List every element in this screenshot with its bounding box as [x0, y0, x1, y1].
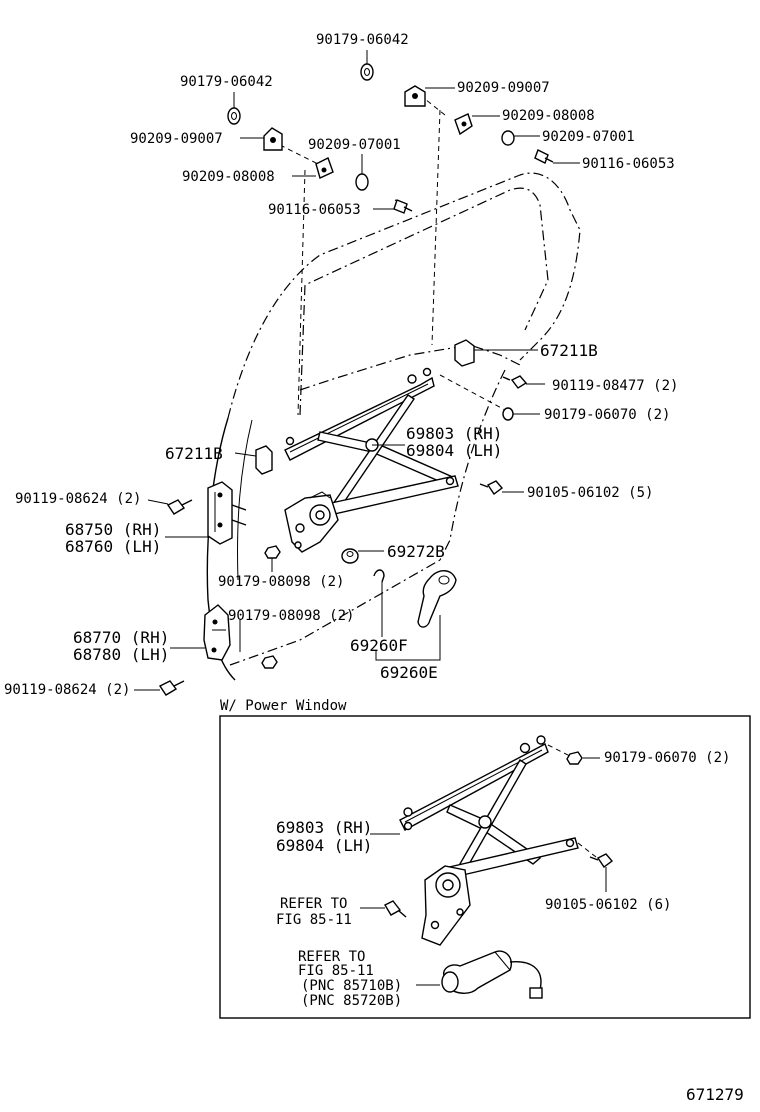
bushing-69272B	[341, 548, 359, 564]
bracket-90209-09007-left	[263, 127, 283, 151]
nut-90179-08098-b	[261, 655, 278, 669]
label-69260F: 69260F	[350, 636, 408, 655]
nut-90179-08098-a	[264, 545, 281, 559]
pw-label-90105-06102-6: 90105-06102 (6)	[545, 897, 671, 913]
label-68770-rh: 68770 (RH)	[73, 628, 169, 647]
clip-90179-06042-top	[360, 63, 374, 81]
bolt-90119-08477	[502, 375, 528, 389]
label-90179-06042-top: 90179-06042	[316, 32, 409, 48]
power-window-frame	[219, 715, 751, 1019]
label-68750-rh: 68750 (RH)	[65, 520, 161, 539]
label-69803-rh: 69803 (RH)	[406, 424, 502, 443]
label-90209-09007-right: 90209-09007	[457, 80, 550, 96]
pw-label-90179-06070: 90179-06070 (2)	[604, 750, 730, 766]
stopper-67211B-right	[454, 339, 475, 367]
screw-90116-06053-mid	[393, 199, 413, 214]
label-90119-08477: 90119-08477 (2)	[552, 378, 678, 394]
bracket-90209-08008-left	[315, 157, 334, 179]
hinge-68750-68760	[207, 481, 247, 545]
label-90179-08098-a: 90179-08098 (2)	[218, 574, 344, 590]
power-window-leaders	[360, 744, 607, 986]
label-69272B: 69272B	[387, 542, 445, 561]
manual-window-regulator	[284, 367, 459, 553]
label-90105-06102-5: 90105-06102 (5)	[527, 485, 653, 501]
power-window-regulator	[399, 735, 579, 946]
clip-90209-07001-mid	[355, 173, 369, 191]
bracket-90209-08008-right	[454, 113, 473, 136]
label-90209-07001-right: 90209-07001	[542, 129, 635, 145]
handle-69260E	[417, 570, 457, 628]
pw-label-pnc-85710B: (PNC 85710B)	[301, 978, 402, 994]
label-69804-lh: 69804 (LH)	[406, 441, 502, 460]
label-90209-08008-left: 90209-08008	[182, 169, 275, 185]
pw-clip-90179-06070	[566, 751, 583, 765]
leader-lines	[134, 50, 580, 691]
label-90116-06053-right: 90116-06053	[582, 156, 675, 172]
label-90119-08624-upper: 90119-08624 (2)	[15, 491, 141, 507]
power-window-section-title: W/ Power Window	[220, 698, 347, 714]
pw-label-fig-a: FIG 85-11	[276, 912, 352, 928]
pw-label-refer-to-a: REFER TO	[280, 896, 347, 912]
bolt-90119-08624-lower	[158, 680, 185, 696]
pw-bolt-refer-85-11	[384, 900, 407, 918]
label-68780-lh: 68780 (LH)	[73, 645, 169, 664]
pw-label-69803-rh: 69803 (RH)	[276, 818, 372, 837]
pw-label-69804-lh: 69804 (LH)	[276, 836, 372, 855]
label-90179-06042-left: 90179-06042	[180, 74, 273, 90]
bolt-90119-08624-upper	[166, 499, 193, 515]
figure-number: 671279	[686, 1085, 744, 1104]
label-90209-08008-right: 90209-08008	[502, 108, 595, 124]
label-90209-09007-left: 90209-09007	[130, 131, 223, 147]
label-90119-08624-lower: 90119-08624 (2)	[4, 682, 130, 698]
label-68760-lh: 68760 (LH)	[65, 537, 161, 556]
power-window-motor	[441, 950, 543, 999]
label-90179-06070: 90179-06070 (2)	[544, 407, 670, 423]
screw-90116-06053-right	[534, 149, 554, 164]
label-90116-06053-mid: 90116-06053	[268, 202, 361, 218]
label-90209-07001-mid: 90209-07001	[308, 137, 401, 153]
clip-69260F	[373, 569, 385, 583]
clip-90179-06070	[502, 407, 514, 421]
label-69260E: 69260E	[380, 663, 438, 682]
label-67211B-right: 67211B	[540, 341, 598, 360]
bolt-90105-06102-5	[479, 480, 504, 496]
pw-bolt-90105-06102	[589, 853, 614, 869]
bracket-90209-09007-right	[404, 85, 426, 107]
clip-90209-07001-right	[501, 130, 515, 146]
hinge-68770-68780	[203, 604, 231, 661]
stopper-67211B-left	[255, 445, 273, 475]
label-90179-08098-b: 90179-08098 (2)	[228, 608, 354, 624]
clip-90179-06042-left	[227, 107, 241, 125]
pw-label-refer-to-b: REFER TO	[298, 949, 365, 965]
pw-label-fig-b: FIG 85-11	[298, 963, 374, 979]
label-67211B-left: 67211B	[165, 444, 223, 463]
pw-label-pnc-85720B: (PNC 85720B)	[301, 993, 402, 1009]
